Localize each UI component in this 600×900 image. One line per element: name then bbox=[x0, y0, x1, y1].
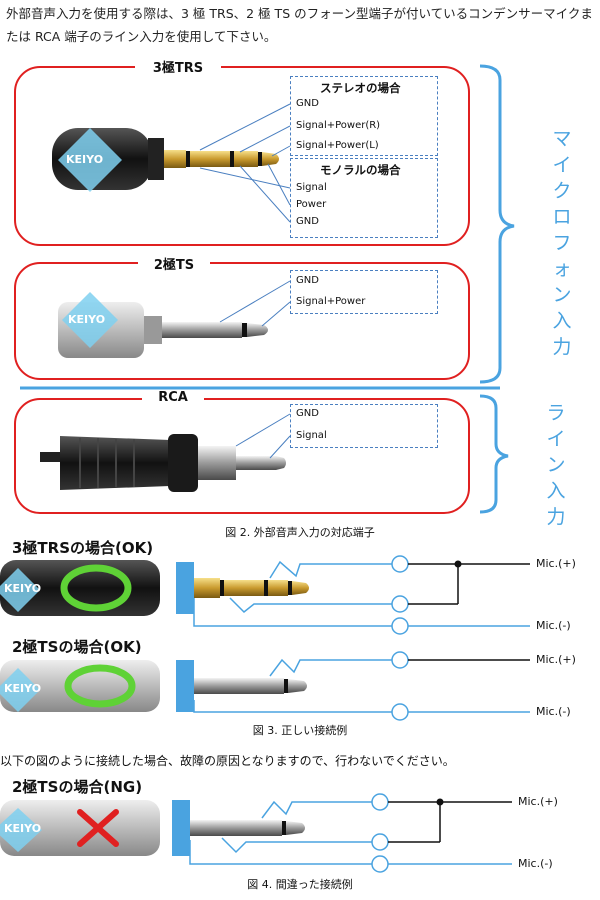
fig3-trs-title: 3極TRSの場合(OK) bbox=[12, 539, 154, 557]
brand-logo-trs: KEIYO bbox=[66, 153, 104, 166]
warning-text: 以下の図のように接続した場合、故障の原因となりますので、行わないでください。 bbox=[0, 754, 455, 768]
ng-cross-icon bbox=[77, 809, 119, 847]
brand-logo-fig4: KEIYO bbox=[4, 822, 42, 835]
side-label-mic-input: マイクロフォン入力 bbox=[552, 128, 572, 358]
mono-label-gnd: GND bbox=[296, 216, 319, 227]
brand-logo-ts: KEIYO bbox=[68, 313, 106, 326]
trs-title: 3極TRS bbox=[135, 57, 221, 76]
fig3-trs-mic-lines bbox=[408, 563, 530, 605]
side-label-line-input: ライン入力 bbox=[546, 402, 566, 528]
fig4-mic-minus: Mic.(-) bbox=[518, 857, 553, 870]
stereo-heading: ステレオの場合 bbox=[320, 81, 401, 95]
mono-dashed-box bbox=[290, 158, 438, 238]
ts-box bbox=[14, 262, 470, 380]
fig4-mic-lines bbox=[388, 801, 512, 843]
rca-box bbox=[14, 398, 470, 514]
mono-heading: モノラルの場合 bbox=[320, 163, 401, 177]
rca-label-gnd: GND bbox=[296, 408, 319, 419]
brand-logo-fig3-trs: KEIYO bbox=[4, 582, 42, 595]
stereo-label-gnd: GND bbox=[296, 98, 319, 109]
fig2-caption: 図 2. 外部音声入力の対応端子 bbox=[225, 526, 375, 539]
stereo-label-right: Signal+Power(R) bbox=[296, 120, 381, 131]
ts-label-gnd: GND bbox=[296, 275, 319, 286]
fig3-ts-mic-plus: Mic.(+) bbox=[536, 653, 576, 666]
fig3-trs-plug-image bbox=[0, 560, 309, 616]
line-input-bracket bbox=[479, 394, 509, 514]
fig3-ts-plug-image bbox=[0, 660, 307, 712]
ts-pointer-lines bbox=[219, 280, 291, 327]
fig4-wires bbox=[189, 793, 512, 873]
brand-logo-fig3-ts: KEIYO bbox=[4, 682, 42, 695]
fig3-ts-wires bbox=[193, 651, 530, 721]
rca-pointer-lines bbox=[235, 413, 291, 459]
ts-plug-image bbox=[58, 292, 268, 358]
fig4-mic-plus: Mic.(+) bbox=[518, 795, 558, 808]
fig4-caption: 図 4. 間違った接続例 bbox=[247, 878, 353, 891]
intro-text: 外部音声入力を使用する際は、3 極 TRS、2 極 TS のフォーン型端子が付い… bbox=[6, 6, 593, 44]
trs-box bbox=[14, 66, 470, 246]
mic-input-bracket bbox=[479, 64, 515, 384]
rca-title: RCA bbox=[142, 390, 204, 405]
rca-dashed-box bbox=[290, 404, 438, 448]
trs-plug-image bbox=[52, 128, 279, 192]
ts-dashed-box bbox=[290, 270, 438, 314]
fig4-ts-plug-image bbox=[0, 800, 305, 856]
mono-label-power: Power bbox=[296, 199, 327, 210]
fig4-ts-title: 2極TSの場合(NG) bbox=[12, 778, 143, 796]
fig4-junction bbox=[436, 798, 444, 806]
fig3-ts-mic-minus: Mic.(-) bbox=[536, 705, 571, 718]
stereo-label-left: Signal+Power(L) bbox=[296, 140, 379, 151]
ts-label-signal-power: Signal+Power bbox=[296, 296, 366, 307]
fig3-trs-junction bbox=[454, 560, 462, 568]
stereo-dashed-box bbox=[290, 76, 438, 156]
mono-label-signal: Signal bbox=[296, 182, 327, 193]
rca-plug-image bbox=[40, 434, 286, 492]
rca-label-signal: Signal bbox=[296, 430, 327, 441]
fig3-caption: 図 3. 正しい接続例 bbox=[252, 724, 348, 737]
fig3-ts-title: 2極TSの場合(OK) bbox=[12, 638, 142, 656]
fig3-trs-mic-minus: Mic.(-) bbox=[536, 619, 571, 632]
fig3-trs-mic-plus: Mic.(+) bbox=[536, 557, 576, 570]
trs-pointer-lines bbox=[199, 103, 291, 223]
ts-title: 2極TS bbox=[138, 254, 210, 273]
